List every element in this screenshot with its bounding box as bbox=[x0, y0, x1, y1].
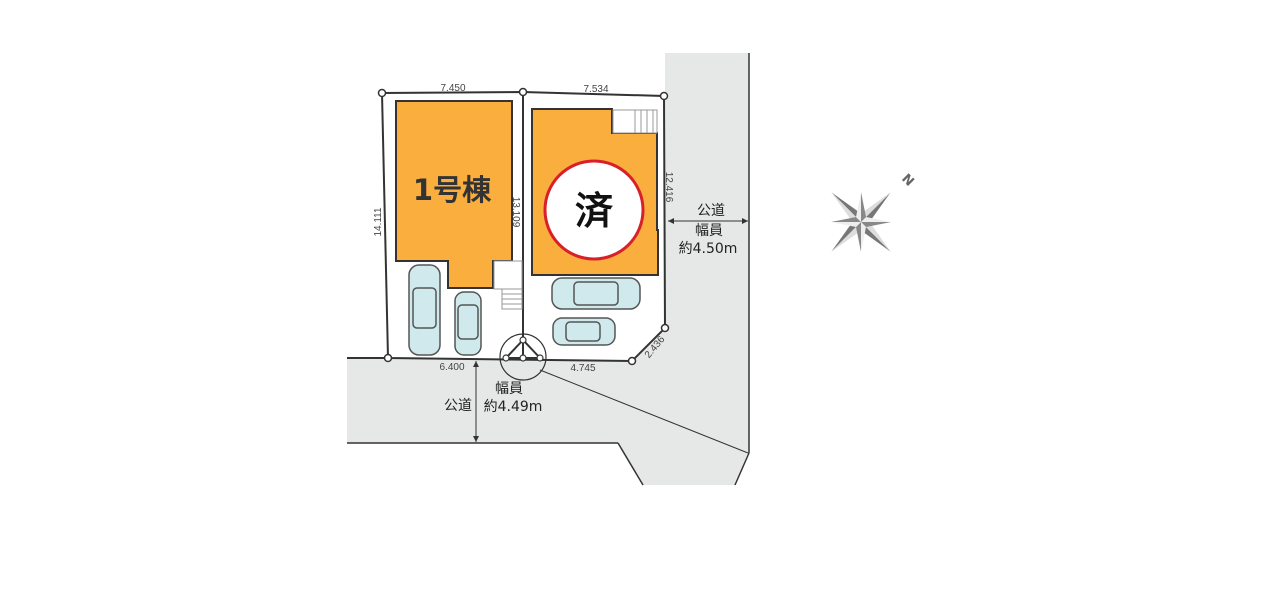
dim-middle-side: 13.109 bbox=[510, 197, 521, 228]
building-1-label: 1号棟 bbox=[413, 173, 492, 207]
dim-bottom-right: 4.745 bbox=[570, 363, 595, 374]
road-east-width-value: 約4.50m bbox=[679, 241, 738, 257]
shared-boundary-marker bbox=[499, 333, 547, 381]
road-edge-diagonal bbox=[617, 442, 644, 486]
compass-north-label: N bbox=[898, 171, 916, 189]
dim-top-right: 7.534 bbox=[583, 84, 608, 95]
dim-top-left: 7.450 bbox=[440, 83, 465, 94]
road-south-width-label: 幅員 bbox=[495, 381, 523, 397]
steps-1 bbox=[501, 288, 523, 310]
road-east-name: 公道 bbox=[697, 203, 725, 219]
dim-right-side: 12.416 bbox=[663, 172, 674, 203]
road-junction-line bbox=[539, 369, 749, 454]
car-icon bbox=[552, 317, 616, 346]
car-icon bbox=[551, 277, 641, 310]
car-icon bbox=[454, 291, 482, 356]
compass-rose-icon bbox=[831, 192, 891, 252]
road-south-width-value: 約4.49m bbox=[484, 399, 543, 415]
sold-badge bbox=[543, 159, 645, 261]
steps-2 bbox=[612, 109, 658, 134]
road-east-width-label: 幅員 bbox=[695, 223, 723, 239]
dim-left-side: 14.111 bbox=[373, 207, 384, 237]
road-area bbox=[347, 53, 749, 485]
sold-label: 済 bbox=[575, 189, 614, 233]
road-south-name: 公道 bbox=[444, 398, 472, 414]
porch-1 bbox=[493, 260, 523, 290]
building-1 bbox=[395, 100, 513, 289]
road-edge-corner bbox=[734, 452, 750, 486]
boundary-markers bbox=[377, 87, 670, 366]
dim-bottom-left: 6.400 bbox=[439, 362, 464, 373]
car-icon bbox=[408, 264, 441, 356]
